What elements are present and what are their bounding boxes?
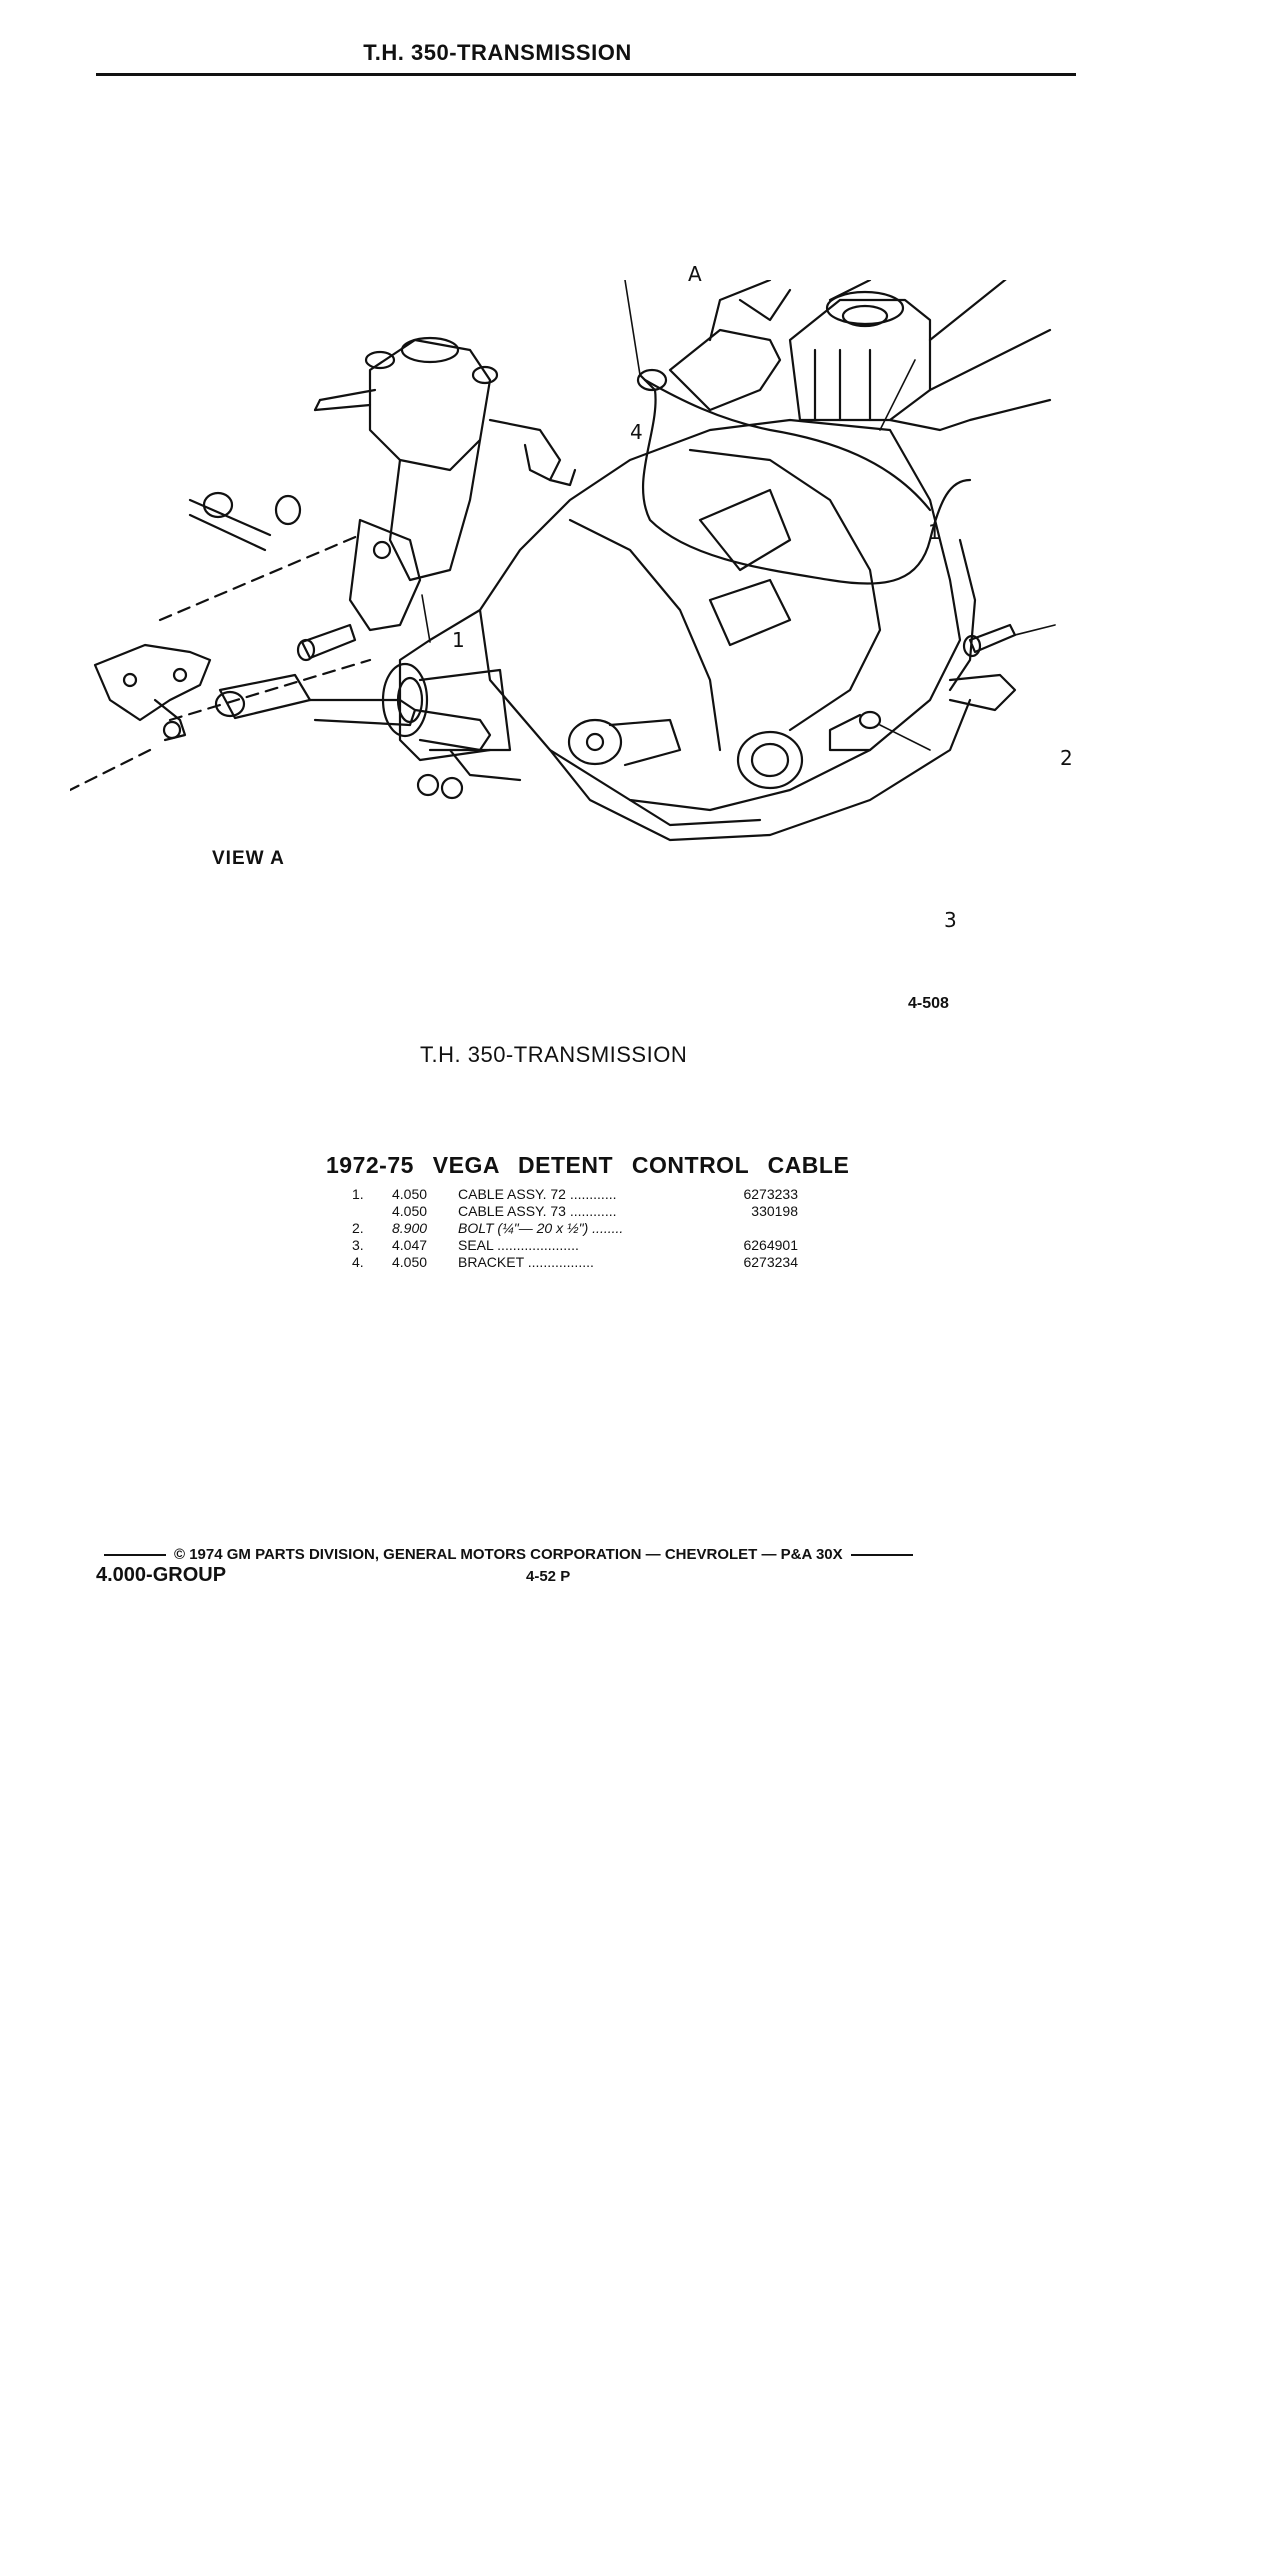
row-part-number: 6273234 — [743, 1254, 798, 1270]
view-a-drawing — [68, 336, 577, 792]
figure-number: 4-508 — [908, 995, 949, 1012]
footer-page-number: 4-52 P — [526, 1568, 571, 1585]
callout-1-view-a: 1 — [452, 628, 465, 652]
row-description: CABLE ASSY. 73 ............ — [458, 1203, 617, 1219]
table-row: 4. 4.050 BRACKET ................. 62732… — [352, 1254, 798, 1271]
row-group: 4.047 — [392, 1237, 428, 1253]
footer-copyright: © 1974 GM PARTS DIVISION, GENERAL MOTORS… — [174, 1546, 843, 1563]
row-part-number: 6264901 — [743, 1237, 798, 1253]
row-part-number — [698, 1220, 798, 1237]
table-row: 2. 8.900 BOLT (¼"— 20 x ½") ........ — [352, 1220, 798, 1237]
row-group: 4.050 — [392, 1186, 428, 1202]
parts-list-table: 1. 4.050 CABLE ASSY. 72 ............ 627… — [352, 1186, 798, 1271]
transmission-line-art — [68, 258, 1056, 842]
row-index — [352, 1203, 392, 1220]
footer-copyright-line: © 1974 GM PARTS DIVISION, GENERAL MOTORS… — [96, 1546, 921, 1563]
callout-3: 3 — [944, 908, 957, 932]
table-row: 3. 4.047 SEAL ..................... 6264… — [352, 1237, 798, 1254]
transmission-illustration — [68, 258, 1080, 1040]
row-index: 3. — [352, 1237, 364, 1253]
view-a-label: VIEW A — [212, 848, 285, 869]
figure-caption: T.H. 350-TRANSMISSION — [420, 1042, 688, 1067]
table-row: 1. 4.050 CABLE ASSY. 72 ............ 627… — [352, 1186, 798, 1203]
page-header-title: T.H. 350-TRANSMISSION — [363, 40, 632, 65]
footer-group-label: 4.000-GROUP — [96, 1564, 227, 1586]
row-index: 1. — [352, 1186, 364, 1202]
row-part-number: 330198 — [751, 1203, 798, 1219]
parts-list-title: 1972-75 VEGA DETENT CONTROL CABLE — [326, 1152, 850, 1178]
callout-4: 4 — [630, 420, 643, 444]
row-group: 8.900 — [392, 1220, 428, 1236]
callout-2: 2 — [1060, 746, 1073, 770]
footer-rule-left — [104, 1554, 166, 1557]
transmission-drawing — [381, 258, 1056, 842]
row-description: BRACKET ................. — [458, 1254, 594, 1270]
row-group: 4.050 — [392, 1203, 428, 1219]
callout-1: 1 — [928, 520, 941, 544]
row-description: SEAL ..................... — [458, 1237, 579, 1253]
row-description: CABLE ASSY. 72 ............ — [458, 1186, 617, 1202]
row-index: 4. — [352, 1254, 364, 1270]
callout-a: A — [688, 262, 702, 286]
header-rule — [96, 73, 1076, 76]
row-description: BOLT (¼"— 20 x ½") ........ — [458, 1220, 624, 1236]
row-index: 2. — [352, 1220, 364, 1236]
row-group: 4.050 — [392, 1254, 428, 1270]
row-part-number: 6273233 — [743, 1186, 798, 1202]
footer-rule-right — [850, 1554, 913, 1557]
table-row: 4.050 CABLE ASSY. 73 ............ 330198 — [352, 1203, 798, 1220]
